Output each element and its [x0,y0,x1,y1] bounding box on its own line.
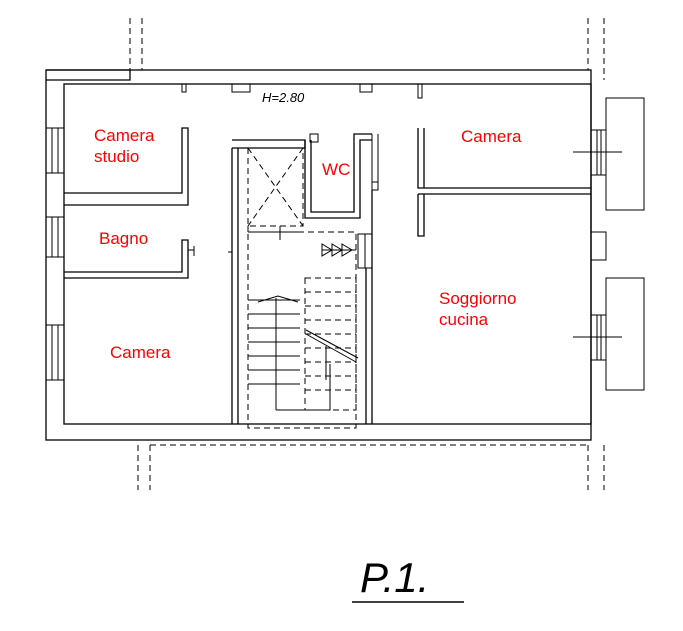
interior-walls-left [64,127,239,424]
stair-treads [248,291,356,391]
central-core [232,133,379,429]
room-label-soggiorno-line1: Soggiorno [439,289,517,308]
adjacent-building-outline [129,18,605,490]
room-label-camera-left: Camera [110,343,171,362]
room-label-camera-right: Camera [461,127,522,146]
room-label-bagno: Bagno [99,229,148,248]
room-label-camera-studio-line2: studio [94,147,139,166]
right-balconies [573,97,645,391]
room-label-wc: WC [322,160,350,179]
left-windows [45,127,65,381]
room-label-soggiorno-line2: cucina [439,310,489,329]
ceiling-height-label: H=2.80 [262,90,305,105]
top-wall-details [181,83,423,99]
interior-walls-right [365,128,591,424]
floor-level-title: P.1. [360,554,429,601]
room-label-camera-studio-line1: Camera [94,126,155,145]
